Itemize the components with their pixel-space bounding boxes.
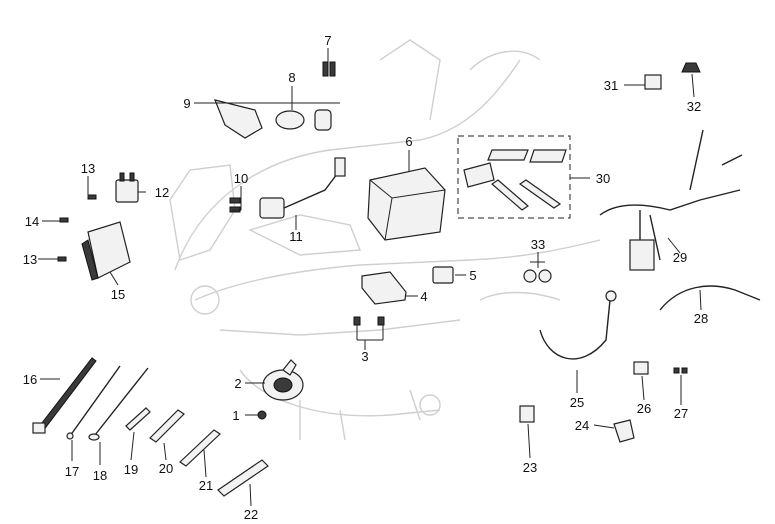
part-11-coil: [259, 157, 346, 219]
callout-4: 4: [420, 289, 427, 304]
callout-21: 21: [199, 478, 213, 493]
callout-19: 19: [124, 462, 138, 477]
callout-6: 6: [405, 134, 412, 149]
part-28-wire: [659, 285, 761, 311]
part-8-lock: [275, 109, 332, 131]
callout-10: 10: [234, 171, 248, 186]
callout-23: 23: [523, 460, 537, 475]
part-5-relay: [432, 266, 454, 284]
part-30-kit: [457, 135, 571, 219]
callout-33: 33: [531, 237, 545, 252]
callout-7: 7: [324, 33, 331, 48]
callout-1: 1: [232, 408, 239, 423]
frame-outline: [169, 39, 601, 441]
part-25-ground-wire: [539, 290, 617, 360]
part-16-cable-tie: [32, 357, 97, 434]
part-3-screws: [353, 316, 385, 326]
callout-22: 22: [244, 507, 258, 522]
callout-29: 29: [673, 250, 687, 265]
part-6-battery: [367, 167, 446, 241]
part-7-bolts: [322, 61, 336, 77]
part-12-regulator: [115, 172, 139, 203]
callout-24: 24: [575, 418, 589, 433]
part-2-horn: [262, 359, 304, 401]
part-17-clip: [66, 365, 121, 440]
part-22-bracket: [217, 459, 269, 497]
callout-2: 2: [234, 376, 241, 391]
callout-25: 25: [570, 395, 584, 410]
callout-17: 17: [65, 464, 79, 479]
callout-14: 14: [25, 214, 39, 229]
part-9-switch: [200, 99, 340, 139]
part-19-bracket: [125, 407, 151, 431]
callout-15: 15: [111, 287, 125, 302]
callout-labels: 1 2 3 4 5 6 7 8 9 10 11 12 13 13 14 15 1…: [23, 33, 708, 522]
part-20-bracket: [149, 409, 185, 443]
callout-28: 28: [694, 311, 708, 326]
callout-31: 31: [604, 78, 618, 93]
part-14-screw: [59, 217, 69, 223]
part-18-strap: [88, 367, 149, 441]
part-15-cdi: [81, 221, 131, 281]
callout-12: 12: [155, 185, 169, 200]
callout-9: 9: [183, 96, 190, 111]
part-21-bracket: [179, 429, 221, 467]
part-29-wiring-harness: [599, 129, 743, 271]
callout-26: 26: [637, 401, 651, 416]
part-4-bracket: [361, 271, 407, 305]
callout-5: 5: [469, 268, 476, 283]
callout-8: 8: [288, 70, 295, 85]
callout-3: 3: [361, 349, 368, 364]
callout-13-lower: 13: [23, 252, 37, 267]
callout-20: 20: [159, 461, 173, 476]
callout-13-upper: 13: [81, 161, 95, 176]
part-23-connector: [519, 405, 535, 423]
part-26-connector: [633, 361, 649, 375]
part-32-clip: [681, 62, 701, 73]
callout-11: 11: [289, 229, 303, 244]
callout-30: 30: [596, 171, 610, 186]
part-24-socket: [613, 419, 635, 443]
part-31-relay: [644, 74, 662, 90]
callout-32: 32: [687, 99, 701, 114]
part-1-screw: [257, 410, 267, 420]
part-33-nuts: [523, 269, 552, 283]
leader-lines: [38, 48, 702, 507]
callout-18: 18: [93, 468, 107, 483]
part-27-terminals: [673, 367, 688, 374]
callout-27: 27: [674, 406, 688, 421]
callout-16: 16: [23, 372, 37, 387]
